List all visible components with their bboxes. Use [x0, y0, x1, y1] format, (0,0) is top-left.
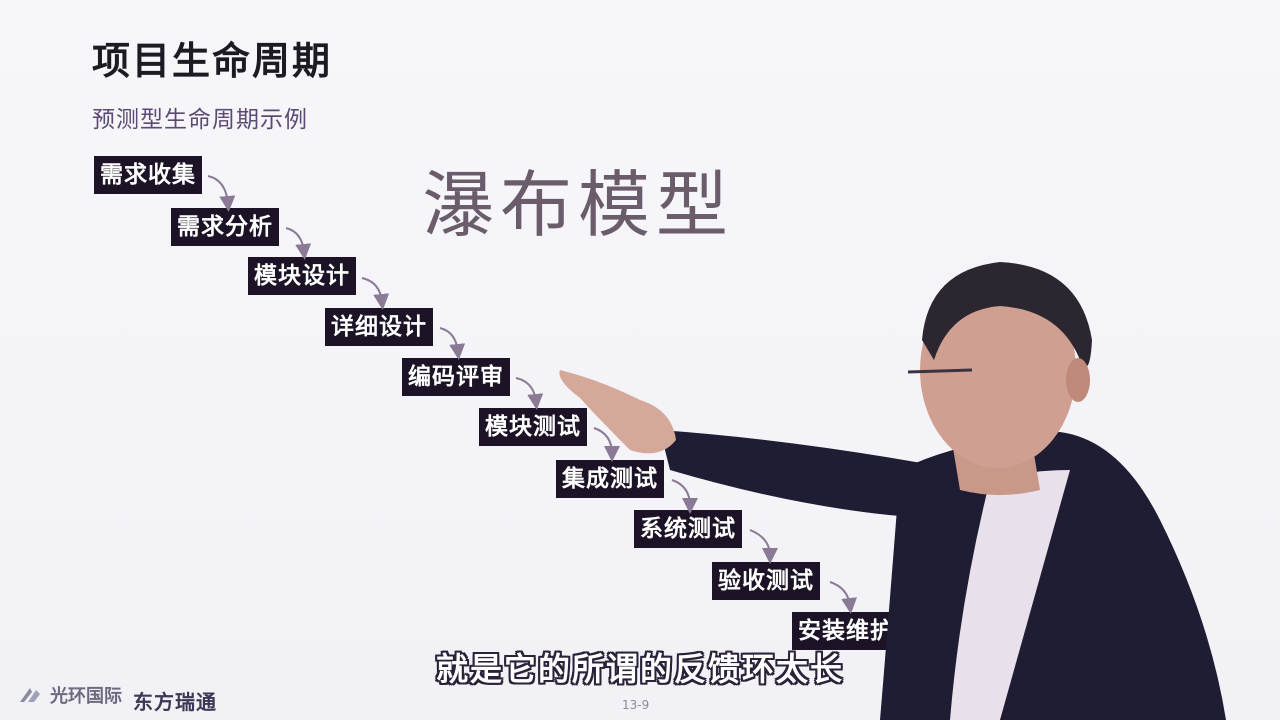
step-box: 详细设计 — [325, 308, 433, 346]
step-box: 需求分析 — [171, 208, 279, 246]
page-subtitle: 预测型生命周期示例 — [92, 107, 308, 133]
step-box: 模块测试 — [479, 408, 587, 446]
footer-logo-left: 光环国际 — [18, 682, 122, 708]
video-subtitle: 就是它的所谓的反馈环太长 — [436, 650, 845, 688]
step-box: 模块设计 — [248, 257, 356, 295]
step-box: 安装维护 — [792, 612, 900, 650]
step-box: 集成测试 — [556, 460, 664, 498]
footer-logo-left-text: 光环国际 — [50, 686, 122, 707]
step-box: 系统测试 — [634, 510, 742, 548]
step-box: 编码评审 — [402, 358, 510, 396]
page-number: 13-9 — [622, 698, 650, 712]
footer-logo-right: 东方瑞通 — [133, 690, 217, 714]
step-box: 验收测试 — [712, 562, 820, 600]
page-title: 项目生命周期 — [92, 39, 333, 83]
logo-mark-icon — [20, 688, 40, 702]
step-box: 需求收集 — [94, 156, 202, 194]
diagram-heading: 瀑布模型 — [422, 163, 735, 247]
